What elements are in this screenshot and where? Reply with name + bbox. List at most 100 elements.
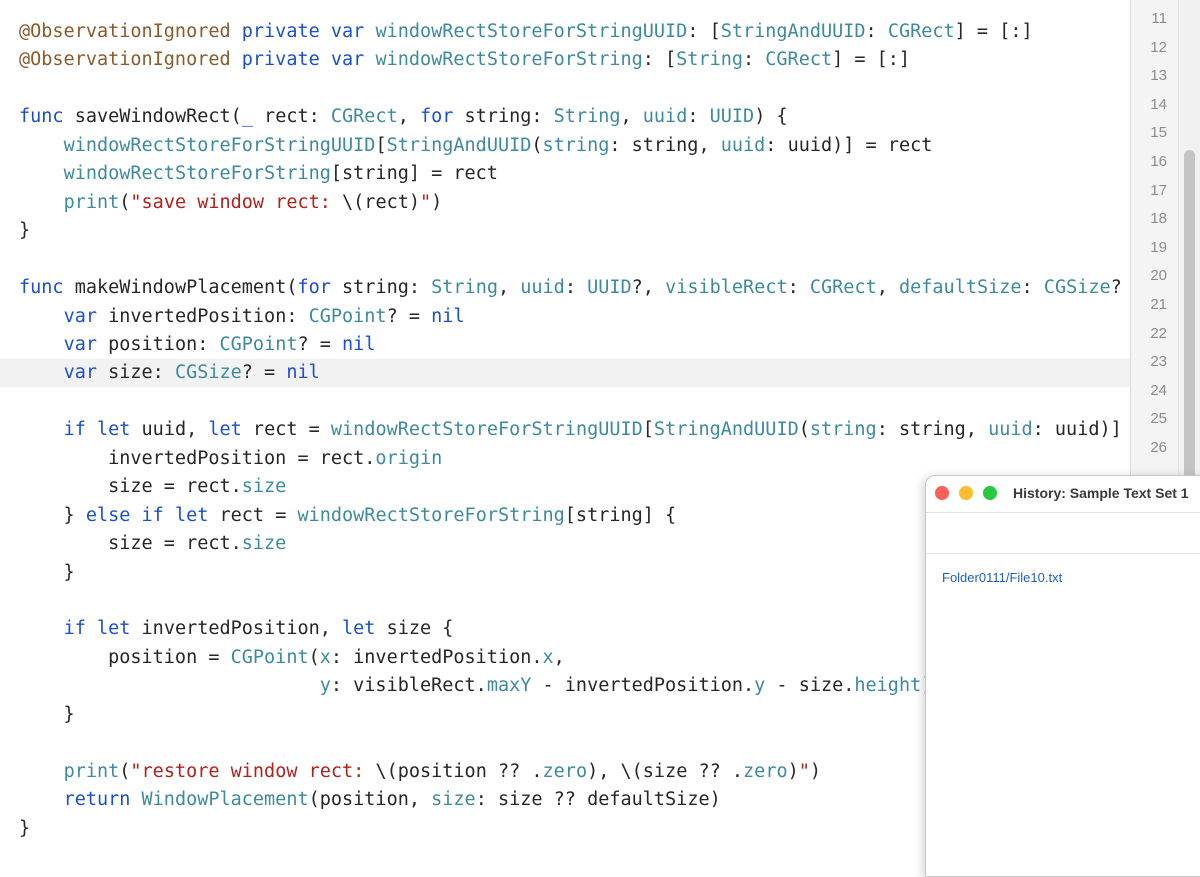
code-token: func	[19, 277, 64, 299]
code-token: :	[787, 277, 810, 299]
code-token: if	[141, 504, 164, 526]
code-line[interactable]: var size: CGSize? = nil	[0, 359, 1130, 388]
code-token: : uuid)] {	[1032, 419, 1122, 441]
code-line[interactable]: invertedPosition = rect.origin	[0, 445, 1130, 473]
code-line[interactable]: var invertedPosition: CGPoint? = nil	[0, 303, 1130, 331]
code-token: }	[19, 703, 75, 725]
line-number: 21	[1150, 296, 1167, 313]
code-token: windowRectStoreForStringUUID	[63, 134, 376, 156]
code-line[interactable]: func makeWindowPlacement(for string: Str…	[0, 274, 1130, 302]
code-token: :	[743, 49, 766, 71]
code-line[interactable]: var position: CGPoint? = nil	[0, 331, 1130, 359]
code-token: uuid	[642, 106, 688, 128]
code-token: size {	[375, 618, 454, 640]
code-line[interactable]: if let uuid, let rect = windowRectStoreF…	[0, 416, 1130, 444]
code-token: CGRect	[887, 21, 955, 42]
code-line[interactable]: @ObservationIgnored private var windowRe…	[0, 46, 1130, 74]
code-line[interactable]: return WindowPlacement(position, size: s…	[0, 786, 1130, 814]
code-token: uuid	[520, 277, 565, 299]
code-token: else	[85, 504, 131, 526]
code-token: - invertedPosition.	[531, 675, 755, 697]
code-token: }	[19, 817, 31, 839]
history-titlebar[interactable]: History: Sample Text Set 1	[926, 476, 1200, 513]
code-line[interactable]: y: visibleRect.maxY - invertedPosition.y…	[0, 672, 1130, 700]
code-token: ,	[876, 277, 899, 299]
code-token	[86, 419, 97, 440]
code-token	[19, 163, 64, 184]
code-token: position:	[96, 333, 220, 355]
code-token: (	[119, 191, 131, 213]
code-token: windowRectStoreForStringUUID	[330, 419, 643, 441]
code-token: \(position ?? .	[375, 760, 543, 782]
code-token: ,	[553, 646, 565, 668]
code-token: String	[431, 277, 498, 299]
code-token	[19, 135, 64, 156]
code-line[interactable]: print("restore window rect: \(position ?…	[0, 758, 1130, 786]
code-line[interactable]: } else if let rect = windowRectStoreForS…	[0, 502, 1130, 530]
code-token: size = rect.	[19, 533, 242, 555]
line-number: 22	[1150, 324, 1167, 342]
line-number: 26	[1150, 439, 1167, 456]
code-token	[86, 618, 97, 639]
code-token: String	[553, 106, 621, 128]
code-token: let	[208, 419, 242, 441]
code-token: [	[375, 134, 387, 156]
code-token	[19, 362, 64, 383]
code-token: }	[19, 504, 86, 526]
minimize-window-button[interactable]	[959, 486, 973, 500]
code-line[interactable]: }	[0, 815, 1130, 843]
code-token: uuid,	[130, 419, 209, 441]
code-token: ,	[397, 106, 420, 128]
code-line[interactable]: }	[0, 559, 1130, 587]
code-token: ? =	[386, 305, 432, 327]
code-token: visibleRect	[665, 277, 788, 299]
code-token: :	[1021, 277, 1044, 299]
zoom-window-button[interactable]	[983, 486, 997, 500]
code-token: CGPoint	[219, 333, 298, 355]
line-number: 24	[1150, 381, 1167, 399]
code-line[interactable]: size = rect.size	[0, 530, 1130, 558]
code-line[interactable]: position = CGPoint(x: invertedPosition.x…	[0, 644, 1130, 672]
code-token: if	[63, 618, 86, 640]
code-token	[364, 21, 375, 42]
code-editor[interactable]: @ObservationIgnored private var windowRe…	[0, 0, 1130, 860]
code-line[interactable]: }	[0, 217, 1130, 245]
history-item[interactable]: Folder0111/File10.txt	[942, 570, 1063, 585]
code-token	[130, 789, 141, 810]
code-line[interactable]	[0, 75, 1130, 103]
code-token: makeWindowPlacement(	[63, 277, 298, 299]
code-line[interactable]: print("save window rect: \(rect)")	[0, 189, 1130, 217]
code-line[interactable]: if let invertedPosition, let size {	[0, 615, 1130, 643]
code-line[interactable]: windowRectStoreForString[string] = rect	[0, 160, 1130, 188]
code-token: y	[319, 675, 331, 697]
code-token: [string] {	[564, 504, 677, 526]
code-token: : visibleRect.	[330, 675, 487, 697]
code-token: zero	[542, 760, 588, 782]
code-line[interactable]: }	[0, 701, 1130, 729]
code-line[interactable]: size = rect.size	[0, 473, 1130, 501]
code-token: ? =	[241, 362, 287, 384]
code-line[interactable]: windowRectStoreForStringUUID[StringAndUU…	[0, 132, 1130, 160]
code-token: uuid	[988, 419, 1033, 441]
code-line[interactable]: func saveWindowRect(_ rect: CGRect, for …	[0, 103, 1130, 131]
code-line[interactable]: @ObservationIgnored private var windowRe…	[0, 18, 1130, 46]
code-token: "	[798, 760, 810, 782]
line-number: 14	[1150, 95, 1167, 113]
code-token	[320, 49, 331, 70]
code-line[interactable]	[0, 388, 1130, 416]
code-token: windowRectStoreForStringUUID	[375, 21, 688, 42]
line-number: 13	[1150, 67, 1167, 85]
code-line[interactable]	[0, 246, 1130, 274]
code-token: \(rect)	[342, 191, 420, 213]
history-window[interactable]: History: Sample Text Set 1 Folder0111/Fi…	[925, 475, 1200, 877]
code-token: string:	[453, 106, 554, 128]
code-token: rect:	[252, 106, 331, 128]
code-token: WindowPlacement	[141, 789, 309, 811]
code-token: nil	[342, 333, 376, 355]
code-token: size	[241, 476, 287, 498]
scrollbar-thumb[interactable]	[1184, 150, 1195, 480]
close-window-button[interactable]	[935, 486, 949, 500]
code-token: String	[676, 49, 743, 71]
code-token	[19, 334, 64, 355]
history-toolbar	[926, 513, 1200, 554]
